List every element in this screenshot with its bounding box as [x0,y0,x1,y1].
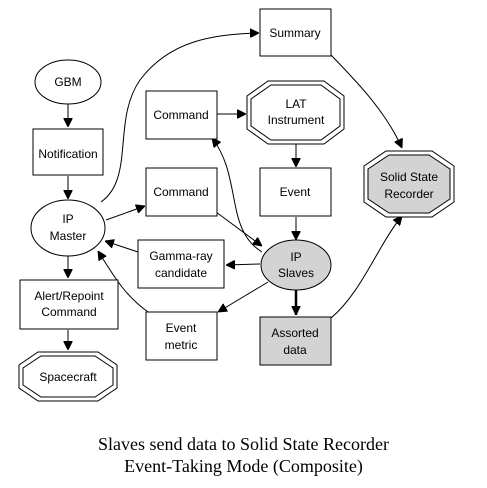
edge-eventmetric-ipmaster [98,251,149,313]
svg-text:data: data [283,343,307,357]
svg-text:Command: Command [153,108,208,122]
svg-text:Command: Command [41,305,96,319]
edge-ipslaves-gamma [226,264,261,265]
node-summary: Summary [259,8,332,57]
svg-text:Recorder: Recorder [384,187,433,201]
node-gamma-ray-candidate: Gamma-ray candidate [137,239,225,289]
svg-text:Spacecraft: Spacecraft [39,370,97,384]
svg-text:Notification: Notification [38,147,97,161]
svg-text:Alert/Repoint: Alert/Repoint [34,289,104,303]
svg-text:IP: IP [62,212,73,226]
svg-text:Event: Event [280,185,311,199]
svg-text:metric: metric [165,338,198,352]
node-command-mid: Command [145,167,218,217]
edges [68,33,402,350]
node-lat-instrument: LAT Instrument [246,80,345,145]
node-event-metric: Event metric [145,311,218,361]
svg-text:LAT: LAT [285,97,307,111]
edge-ipmaster-commandmid [105,206,145,221]
node-gbm: GBM [34,59,102,105]
edge-ipmaster-summary [100,33,259,203]
svg-text:Gamma-ray: Gamma-ray [149,249,212,263]
node-event: Event [259,167,332,217]
svg-text:Command: Command [153,185,208,199]
svg-text:Solid State: Solid State [380,170,438,184]
node-notification: Notification [32,128,104,176]
edge-gamma-ipmaster [105,241,139,253]
caption-subtitle: Event-Taking Mode (Composite) [124,456,363,476]
edge-assorted-ssr [330,216,402,319]
svg-text:Summary: Summary [269,26,320,40]
node-alert-repoint-command: Alert/Repoint Command [19,279,119,330]
svg-text:Instrument: Instrument [268,113,325,127]
node-assorted-data: Assorted data [259,316,332,366]
svg-text:candidate: candidate [155,266,207,280]
diagram-canvas: GBM Notification IP Master Alert/Repoint… [18,8,455,402]
node-command-top: Command [145,90,218,140]
edge-commandmid-ipslaves [215,211,262,246]
svg-text:Event: Event [166,321,197,335]
svg-text:GBM: GBM [54,75,81,89]
svg-text:Assorted: Assorted [271,326,318,340]
node-solid-state-recorder: Solid State Recorder [363,150,455,218]
node-spacecraft: Spacecraft [18,351,118,402]
svg-text:IP: IP [290,250,301,264]
caption-title: Slaves send data to Solid State Recorder [98,434,389,454]
edge-ipslaves-commandtop [212,138,263,253]
node-ip-master: IP Master [30,199,106,257]
edge-ipslaves-eventmetric [218,281,269,312]
svg-text:Slaves: Slaves [278,266,314,280]
edge-summary-ssr [330,54,402,148]
svg-text:Master: Master [50,229,87,243]
node-ip-slaves: IP Slaves [260,239,332,291]
